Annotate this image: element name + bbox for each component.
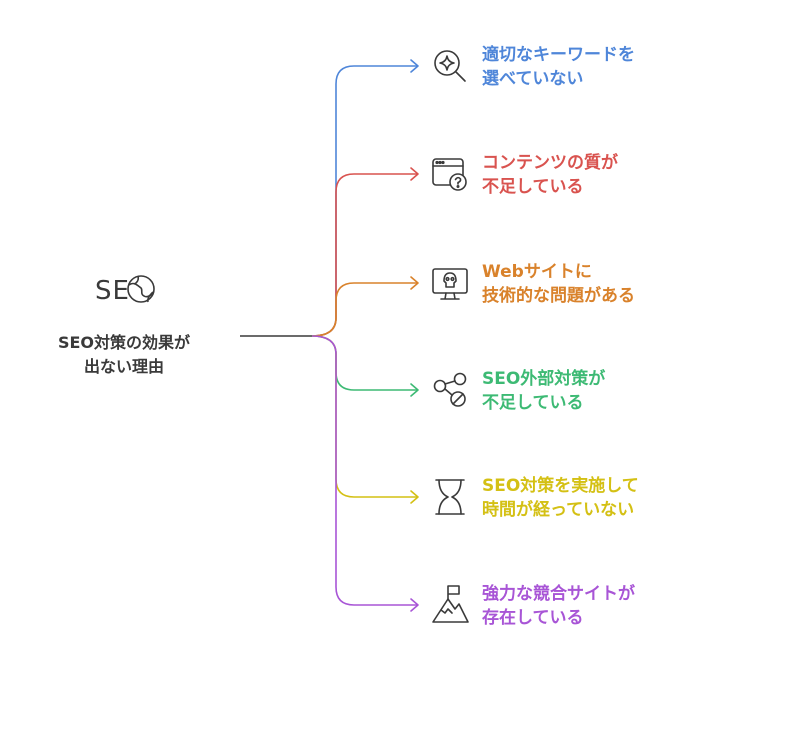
arrow-head (410, 276, 419, 290)
arrow-head (410, 490, 419, 504)
arrow-head (410, 598, 419, 612)
branch-label-line1: 強力な競合サイトが (482, 583, 635, 604)
branches: 適切なキーワードを選べていないコンテンツの質が不足しているWebサイトに技術的な… (311, 44, 639, 628)
link-blocked-icon (433, 372, 467, 407)
branch-connector (311, 173, 418, 337)
browser-question-icon (432, 158, 467, 191)
arrow-head (410, 167, 419, 181)
branch-connector (311, 335, 418, 498)
branch-label-line1: SEO外部対策が (482, 368, 605, 389)
root-title-line2: 出ない理由 (84, 357, 164, 376)
branch-label-line1: コンテンツの質が (482, 152, 618, 173)
branch-label-line1: Webサイトに (482, 262, 592, 282)
search-sparkle-icon (434, 50, 466, 82)
globe-icon (127, 275, 155, 303)
branch-connector (311, 65, 418, 337)
branch-label-line2: 時間が経っていない (482, 499, 634, 520)
branch-label-line2: 技術的な問題がある (482, 285, 635, 306)
root-node: SE SEO対策の効果が 出ない理由 (58, 275, 190, 376)
branch-label-line1: 適切なキーワードを (482, 44, 635, 65)
branch-label-line2: 選べていない (482, 69, 583, 89)
mountain-flag-icon (432, 585, 469, 623)
hourglass-icon (435, 479, 465, 515)
branch-label-line2: 存在している (482, 607, 584, 628)
branch-connector (311, 282, 418, 337)
branch-label-line2: 不足している (482, 177, 584, 197)
seo-logo-text: SE (95, 276, 130, 306)
arrow-head (410, 383, 419, 397)
root-title-line1: SEO対策の効果が (58, 333, 190, 352)
branch-connector (311, 335, 418, 391)
branch-label-line1: SEO対策を実施して (482, 475, 639, 496)
branch-label-line2: 不足している (482, 393, 584, 413)
arrow-head (410, 59, 419, 73)
branch-connector (311, 335, 418, 606)
monitor-skull-icon (432, 268, 468, 300)
